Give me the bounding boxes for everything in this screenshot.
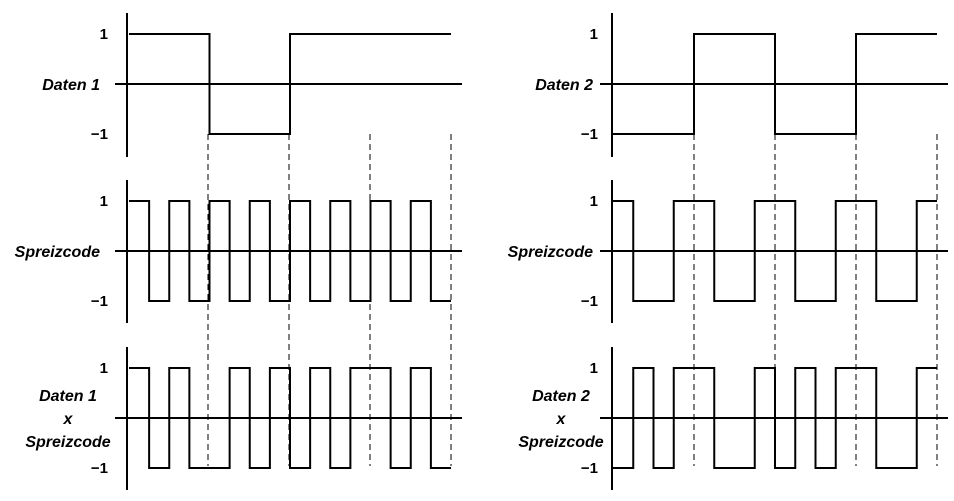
waveform-right-1 xyxy=(613,200,937,302)
waveform-right-0 xyxy=(613,33,937,135)
waveform-left-0 xyxy=(129,33,451,135)
signal-label-line: Spreizcode xyxy=(25,434,110,451)
level-high-label: 1 xyxy=(590,360,598,377)
waveform-left-1 xyxy=(129,200,451,302)
level-low-label: −1 xyxy=(581,293,598,310)
signal-label-line: Daten 2 xyxy=(532,388,590,405)
level-low-label: −1 xyxy=(91,126,108,143)
signal-label-line: Daten 2 xyxy=(535,77,593,94)
level-low-label: −1 xyxy=(91,293,108,310)
level-high-label: 1 xyxy=(100,26,108,43)
signal-label-line: x xyxy=(63,411,74,428)
signal-label-right-0: Daten 2 xyxy=(535,77,593,94)
level-high-label: 1 xyxy=(590,193,598,210)
signal-label-line: Daten 1 xyxy=(39,388,97,405)
signal-label-right-1: Spreizcode xyxy=(508,244,593,261)
level-low-label: −1 xyxy=(581,126,598,143)
signal-label-line: Daten 1 xyxy=(42,77,100,94)
signal-label-left-1: Spreizcode xyxy=(15,244,100,261)
level-low-label: −1 xyxy=(91,460,108,477)
signal-label-line: x xyxy=(556,411,567,428)
signal-label-line: Spreizcode xyxy=(518,434,603,451)
signal-label-line: Spreizcode xyxy=(508,244,593,261)
level-high-label: 1 xyxy=(590,26,598,43)
waveform-right-2 xyxy=(613,367,937,469)
level-high-label: 1 xyxy=(100,193,108,210)
waveform-left-2 xyxy=(129,367,451,469)
level-high-label: 1 xyxy=(100,360,108,377)
signal-label-left-0: Daten 1 xyxy=(42,77,100,94)
signal-label-line: Spreizcode xyxy=(15,244,100,261)
level-low-label: −1 xyxy=(581,460,598,477)
